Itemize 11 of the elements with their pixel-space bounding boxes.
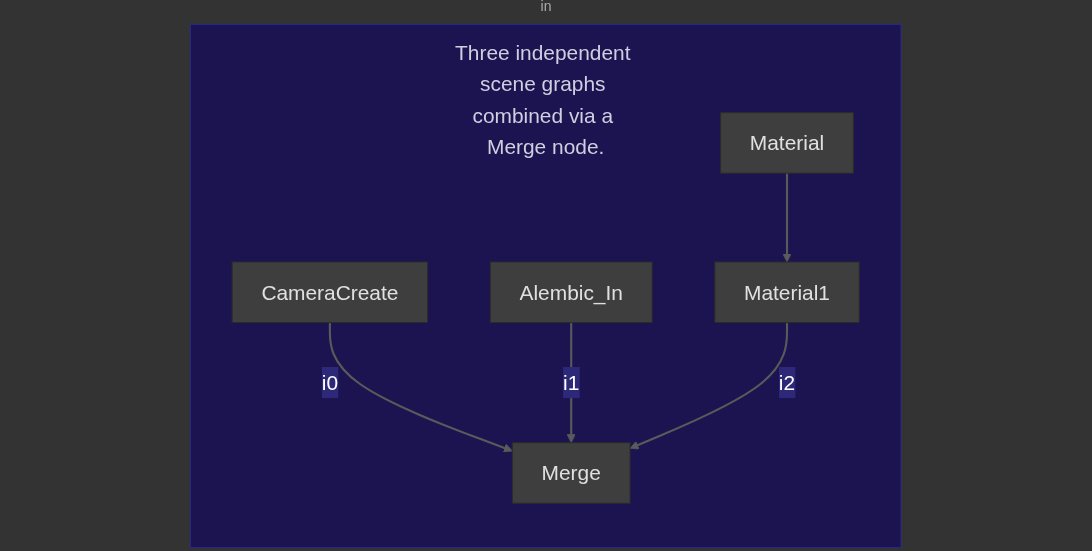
node-box: Merge <box>512 441 631 504</box>
node-box: Material <box>720 111 855 174</box>
port-label: in <box>540 0 552 14</box>
arrow <box>782 172 792 262</box>
edge-label: i0 <box>322 366 339 398</box>
node-box: Alembic_In <box>490 260 653 323</box>
edge-label: i1 <box>563 366 580 398</box>
arrow <box>630 322 789 449</box>
node-box: Material1 <box>714 260 861 323</box>
node-box: CameraCreate <box>231 260 429 323</box>
edge-label: i2 <box>779 366 796 398</box>
